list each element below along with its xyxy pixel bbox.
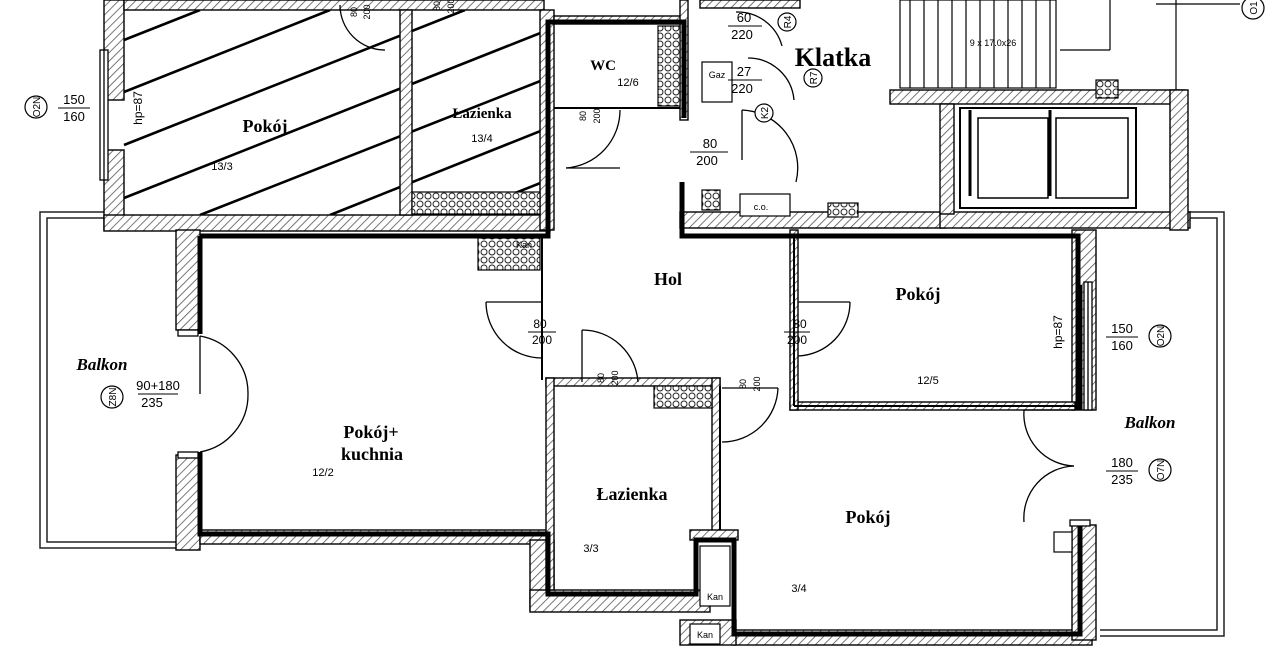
unit-boundary bbox=[200, 19, 687, 239]
window-tag: O2N bbox=[1156, 326, 1167, 347]
shaft-tag: R7 bbox=[809, 71, 820, 84]
door-dim-wc: 80 200 bbox=[578, 108, 602, 123]
shaft-dim-bottom: 220 bbox=[731, 27, 753, 42]
door-dim-top: 80 bbox=[349, 7, 359, 17]
window-dim-top: 150 bbox=[1111, 321, 1133, 336]
balcony-label-west: Balkon bbox=[75, 355, 127, 374]
door-dim-top: 80 bbox=[596, 373, 606, 383]
shaft-tag-k2: K2 bbox=[760, 106, 771, 119]
window-dim-bottom: 160 bbox=[63, 109, 85, 124]
co-label: c.o. bbox=[754, 202, 769, 212]
window-dim-nw: 150 160 O2N bbox=[32, 92, 90, 124]
window-dim-top: 90+180 bbox=[136, 378, 180, 393]
room-name-pokoj-kuchnia: Pokój+ bbox=[343, 422, 398, 442]
shaft-gaz-label: Gaz bbox=[709, 70, 726, 80]
door-dim-pokoj-se: 80 200 bbox=[738, 376, 762, 391]
corner-tag: O1 bbox=[1249, 1, 1260, 15]
room-area-pokoj-se: 3/4 bbox=[791, 583, 806, 595]
stairs-note: 9 x 17.0x26 bbox=[970, 38, 1017, 48]
door-dim-top: 80 bbox=[793, 317, 807, 331]
door-dim-bottom: 200 bbox=[610, 370, 620, 385]
window-tag: O2N bbox=[32, 97, 43, 118]
fixtures bbox=[411, 25, 1073, 645]
window-dim-top: 150 bbox=[63, 92, 85, 107]
window-dim-e: 150 160 O2N bbox=[1106, 321, 1167, 353]
door-dim-top: 80 bbox=[703, 136, 717, 151]
hp-label-nw: hp=87 bbox=[131, 91, 145, 125]
kan-label-1: Kan bbox=[516, 240, 532, 250]
shaft-r7: 27 220 R7 Gaz bbox=[709, 64, 820, 96]
shaft-dim-top: 60 bbox=[737, 10, 751, 25]
window-dim-bottom: 235 bbox=[1111, 472, 1133, 487]
room-name-lazienka-s: Łazienka bbox=[596, 484, 667, 504]
windows bbox=[99, 49, 1093, 527]
door-dim-top: 80 bbox=[578, 111, 588, 121]
door-dim-top: 80 bbox=[533, 317, 547, 331]
window-dim-se: 180 235 O7N bbox=[1106, 455, 1167, 487]
shaft-dim-top: 27 bbox=[737, 64, 751, 79]
hp-label-e: hp=87 bbox=[1051, 315, 1065, 349]
room-name-lazienka-n: Łazienka bbox=[452, 106, 512, 122]
door-dim-a: 80 bbox=[432, 1, 442, 11]
shaft-dim-bottom: 220 bbox=[731, 81, 753, 96]
door-dim-corridor: 80 200 bbox=[690, 136, 728, 168]
door-dim-top-lazienka: 80 200 bbox=[432, 0, 456, 14]
door-swings bbox=[199, 4, 1075, 523]
room-area-pokoj-kuchnia: 12/2 bbox=[312, 467, 333, 479]
title-klatka: Klatka bbox=[795, 43, 872, 72]
window-dim-top: 180 bbox=[1111, 455, 1133, 470]
door-dim-bottom: 200 bbox=[787, 333, 807, 347]
room-name-hol: Hol bbox=[654, 269, 682, 289]
room-name-pokoj-e: Pokój bbox=[896, 284, 941, 304]
window-dim-bottom: 235 bbox=[141, 395, 163, 410]
balcony-east-outline bbox=[1100, 211, 1225, 637]
door-dim-bottom: 200 bbox=[696, 153, 718, 168]
room-name-pokoj-nw: Pokój bbox=[243, 116, 288, 136]
unit-boundary-4 bbox=[197, 452, 1083, 637]
door-dim-bottom: 200 bbox=[592, 108, 602, 123]
door-dim-bottom: 200 bbox=[752, 376, 762, 391]
balcony-label-east: Balkon bbox=[1123, 413, 1175, 432]
shaft-tag: R4 bbox=[783, 15, 794, 28]
stairwell bbox=[899, 0, 1240, 209]
room-area-pokoj-e: 12/5 bbox=[917, 375, 938, 387]
door-dim-bottom: 200 bbox=[362, 4, 372, 19]
room-name2-pokoj-kuchnia: kuchnia bbox=[341, 444, 403, 464]
kan-label-3: Kan bbox=[697, 630, 713, 640]
hatched-area bbox=[123, 8, 549, 217]
window-dim-bottom: 160 bbox=[1111, 338, 1133, 353]
window-tag: O7N bbox=[1156, 460, 1167, 481]
room-name-pokoj-se: Pokój bbox=[846, 507, 891, 527]
door-dim-top: 80 bbox=[738, 379, 748, 389]
shaft-r4: 60 220 R4 bbox=[728, 10, 794, 42]
room-area-lazienka-n: 13/4 bbox=[471, 133, 492, 145]
door-dim-top-room: 80 200 bbox=[349, 4, 372, 19]
window-dim-w: 90+180 235 Z8N bbox=[108, 378, 180, 410]
room-name-wc: WC bbox=[590, 58, 616, 74]
window-tag-circles bbox=[24, 0, 1265, 482]
door-dim-kitchen-hol: 80 200 bbox=[528, 317, 556, 347]
room-area-lazienka-s: 3/3 bbox=[583, 543, 598, 555]
door-dim-b: 200 bbox=[446, 0, 456, 14]
window-tag: Z8N bbox=[108, 388, 119, 407]
room-area-wc: 12/6 bbox=[617, 77, 638, 89]
interior-lines bbox=[541, 107, 1076, 530]
room-area-pokoj-nw: 13/3 bbox=[211, 161, 232, 173]
door-dim-bottom: 200 bbox=[532, 333, 552, 347]
door-dim-hol-pokoj: 80 200 bbox=[784, 317, 810, 347]
kan-label-2: Kan bbox=[707, 592, 723, 602]
door-dim-lazienka-s: 80 200 bbox=[596, 370, 620, 385]
